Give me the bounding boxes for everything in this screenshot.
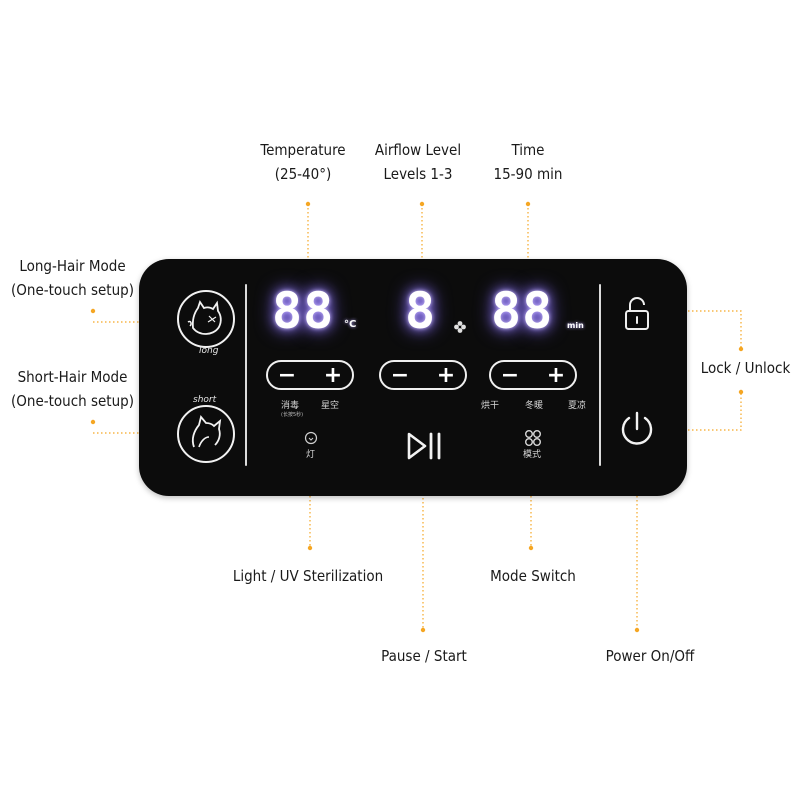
mode-switch-callout: Mode Switch — [490, 567, 576, 585]
left-divider — [245, 284, 247, 466]
long-hair-mode-button[interactable] — [177, 290, 235, 348]
long-hair-callout: Long-Hair Mode (One-touch setup) — [0, 254, 145, 302]
temperature-unit: °C — [344, 319, 357, 330]
temperature-minus-button[interactable]: − — [277, 363, 297, 388]
temperature-plus-button[interactable]: + — [323, 363, 343, 388]
time-display: 88 — [491, 282, 554, 340]
mode-label: 模式 — [523, 450, 542, 460]
lock-callout: Lock / Unlock — [700, 359, 791, 377]
long-hair-callout-note: (One-touch setup) — [11, 281, 134, 299]
airflow-minus-button[interactable]: − — [390, 363, 410, 388]
bulb-icon — [304, 431, 318, 445]
fan-icon — [454, 321, 466, 333]
temperature-callout: Temperature (25-40°) — [243, 138, 363, 186]
right-divider — [599, 284, 601, 466]
time-callout: Time 15-90 min — [468, 138, 588, 186]
dry-label: 烘干 — [481, 401, 500, 411]
short-hair-callout: Short-Hair Mode (One-touch setup) — [0, 365, 145, 413]
time-callout-title: Time — [511, 141, 545, 159]
power-icon[interactable] — [617, 409, 657, 449]
light-label: 灯 — [306, 450, 316, 460]
warm-label: 冬暖 — [525, 401, 544, 411]
short-hair-callout-title: Short-Hair Mode — [17, 368, 128, 386]
four-circles-icon — [524, 430, 541, 446]
cool-label: 夏凉 — [568, 401, 587, 411]
airflow-callout: Airflow Level Levels 1-3 — [358, 138, 478, 186]
temperature-display: 88 — [272, 282, 335, 340]
time-callout-range: 15-90 min — [493, 165, 563, 183]
short-mode-label: short — [193, 395, 217, 405]
time-plus-button[interactable]: + — [546, 363, 566, 388]
light-button[interactable]: 灯 — [300, 430, 322, 462]
control-panel: long short 88 °C 8 88 min − + − + − + 消毒… — [139, 259, 687, 496]
long-hair-callout-title: Long-Hair Mode — [19, 257, 126, 275]
unlock-icon[interactable] — [622, 295, 652, 335]
long-hair-cat-icon — [187, 299, 222, 335]
power-callout: Power On/Off — [605, 647, 695, 665]
starry-label: 星空 — [321, 401, 340, 411]
airflow-adjust: − + — [379, 360, 467, 390]
temperature-adjust: − + — [266, 360, 354, 390]
light-callout: Light / UV Sterilization — [232, 567, 384, 585]
long-mode-label: long — [199, 346, 219, 356]
airflow-callout-range: Levels 1-3 — [383, 165, 453, 183]
airflow-plus-button[interactable]: + — [436, 363, 456, 388]
airflow-callout-title: Airflow Level — [374, 141, 462, 159]
short-hair-cat-icon — [191, 415, 222, 448]
short-hair-mode-button[interactable] — [177, 405, 235, 463]
temperature-callout-title: Temperature — [260, 141, 346, 159]
short-hair-callout-note: (One-touch setup) — [11, 392, 134, 410]
disinfect-note: (长按5秒) — [281, 412, 304, 418]
disinfect-label: 消毒 — [281, 401, 300, 411]
temperature-callout-range: (25-40°) — [274, 165, 332, 183]
mode-switch-button[interactable]: 模式 — [521, 429, 545, 463]
play-pause-icon[interactable] — [405, 431, 445, 461]
time-adjust: − + — [489, 360, 577, 390]
pause-callout: Pause / Start — [381, 647, 467, 665]
time-unit: min — [567, 321, 584, 330]
airflow-display: 8 — [405, 282, 437, 340]
time-minus-button[interactable]: − — [500, 363, 520, 388]
